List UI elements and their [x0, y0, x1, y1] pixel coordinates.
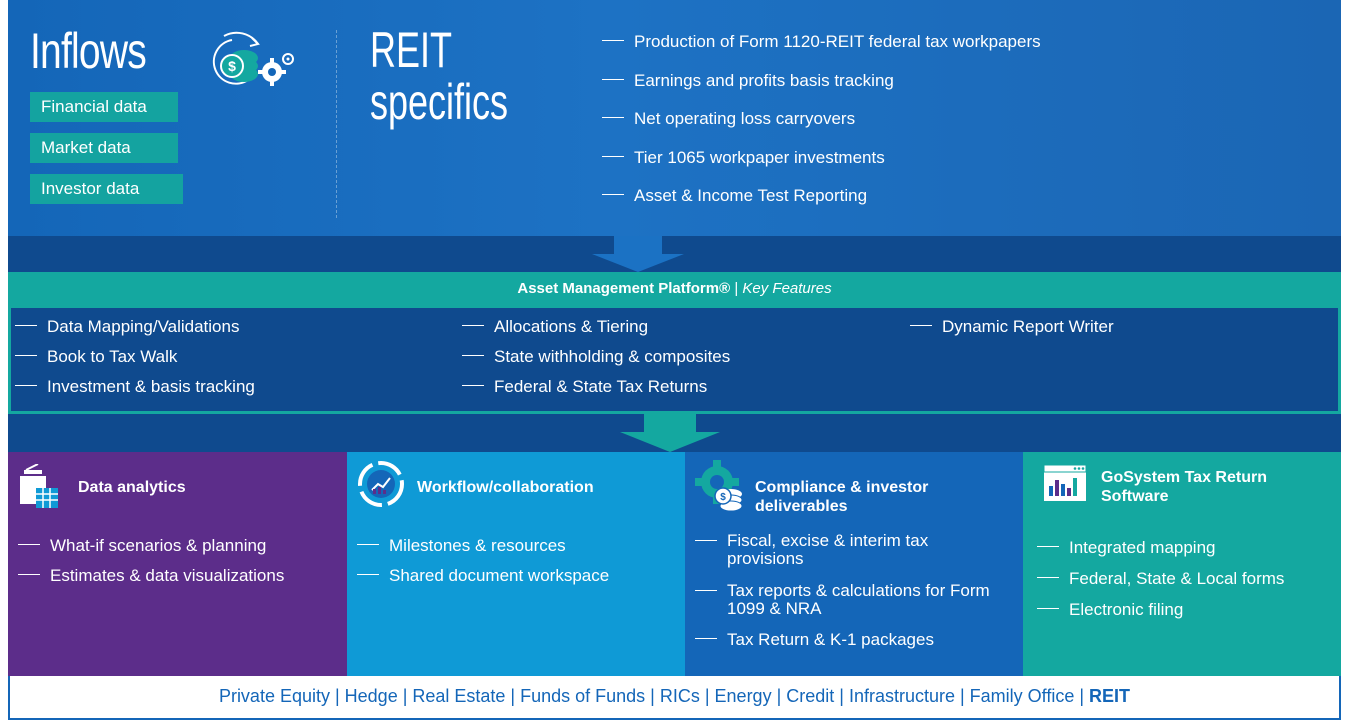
industries-list: Private Equity | Hedge | Real Estate | F… — [218, 686, 1090, 706]
industry-highlight: REIT — [1089, 686, 1131, 706]
divider — [336, 30, 337, 218]
inflow-tags: Financial data Market data Investor data — [30, 92, 183, 215]
tag-market-data: Market data — [30, 133, 178, 163]
industries-footer: Private Equity | Hedge | Real Estate | F… — [8, 676, 1341, 720]
top-panel: Inflows Financial data Market data Inves… — [8, 0, 1341, 236]
svg-text:$: $ — [720, 492, 726, 503]
list-item: Allocations & Tiering — [462, 317, 730, 347]
list-item: Federal & State Tax Returns — [462, 377, 730, 407]
workflow-card: Workflow/collaboration Milestones & reso… — [347, 452, 685, 676]
compliance-card: $ Compliance & investor deliverables Fis… — [685, 452, 1023, 676]
list-item: Production of Form 1120-REIT federal tax… — [602, 32, 1041, 71]
list-item: Investment & basis tracking — [15, 377, 255, 407]
card-title: Workflow/collaboration — [417, 479, 594, 496]
list-item: Asset & Income Test Reporting — [602, 186, 1041, 225]
svg-text:$: $ — [228, 58, 236, 74]
card-list: Milestones & resources Shared document w… — [357, 536, 609, 596]
features-column-2: Allocations & Tiering State withholding … — [462, 317, 730, 407]
platform-heading: Asset Management Platform® | Key Feature… — [517, 280, 832, 297]
list-item: Integrated mapping — [1037, 538, 1284, 569]
card-title: Data analytics — [78, 479, 186, 496]
tag-financial-data: Financial data — [30, 92, 178, 122]
analytics-icon — [20, 464, 58, 508]
down-arrow-icon — [592, 236, 684, 272]
reit-specifics-list: Production of Form 1120-REIT federal tax… — [602, 32, 1041, 225]
tag-investor-data: Investor data — [30, 174, 183, 204]
list-item: Electronic filing — [1037, 600, 1284, 631]
down-arrow-icon — [620, 414, 720, 452]
platform-features: Data Mapping/Validations Book to Tax Wal… — [11, 308, 1338, 411]
list-item: Shared document workspace — [357, 566, 609, 596]
list-item: Tax reports & calculations for Form 1099… — [695, 582, 997, 630]
list-item: Federal, State & Local forms — [1037, 569, 1284, 600]
list-item: Book to Tax Walk — [15, 347, 255, 377]
infographic: Inflows Financial data Market data Inves… — [8, 0, 1341, 720]
platform-panel: Asset Management Platform® | Key Feature… — [8, 272, 1341, 414]
list-item: Milestones & resources — [357, 536, 609, 566]
list-item: Net operating loss carryovers — [602, 109, 1041, 148]
list-item: Tax Return & K-1 packages — [695, 630, 997, 658]
reit-title: REIT specifics — [370, 24, 508, 128]
card-list: What-if scenarios & planning Estimates &… — [18, 536, 284, 596]
list-item: What-if scenarios & planning — [18, 536, 284, 566]
card-list: Integrated mapping Federal, State & Loca… — [1037, 538, 1284, 631]
platform-title: Asset Management Platform® — [517, 280, 731, 297]
gosystem-card: GoSystem Tax Return Software Integrated … — [1023, 452, 1341, 676]
features-column-3: Dynamic Report Writer — [910, 317, 1114, 347]
list-item: Earnings and profits basis tracking — [602, 71, 1041, 110]
data-analytics-card: Data analytics What-if scenarios & plann… — [8, 452, 347, 676]
card-list: Fiscal, excise & interim tax provisions … — [695, 532, 997, 658]
reit-title-line1: REIT — [370, 22, 453, 78]
money-gears-icon: $ — [212, 31, 294, 86]
list-item: Data Mapping/Validations — [15, 317, 255, 347]
reit-title-line2: specifics — [370, 74, 509, 130]
workflow-cycle-icon — [358, 461, 404, 507]
inflows-title: Inflows — [30, 23, 147, 79]
list-item: State withholding & composites — [462, 347, 730, 377]
gear-coins-icon: $ — [695, 460, 743, 512]
platform-subtitle: Key Features — [742, 280, 832, 297]
card-title: GoSystem Tax Return Software — [1101, 469, 1267, 505]
software-window-icon — [1043, 464, 1087, 501]
list-item: Tier 1065 workpaper investments — [602, 148, 1041, 187]
features-column-1: Data Mapping/Validations Book to Tax Wal… — [15, 317, 255, 407]
card-title: Compliance & investor deliverables — [755, 479, 929, 515]
list-item: Dynamic Report Writer — [910, 317, 1114, 347]
list-item: Fiscal, excise & interim tax provisions — [695, 532, 997, 582]
list-item: Estimates & data visualizations — [18, 566, 284, 596]
